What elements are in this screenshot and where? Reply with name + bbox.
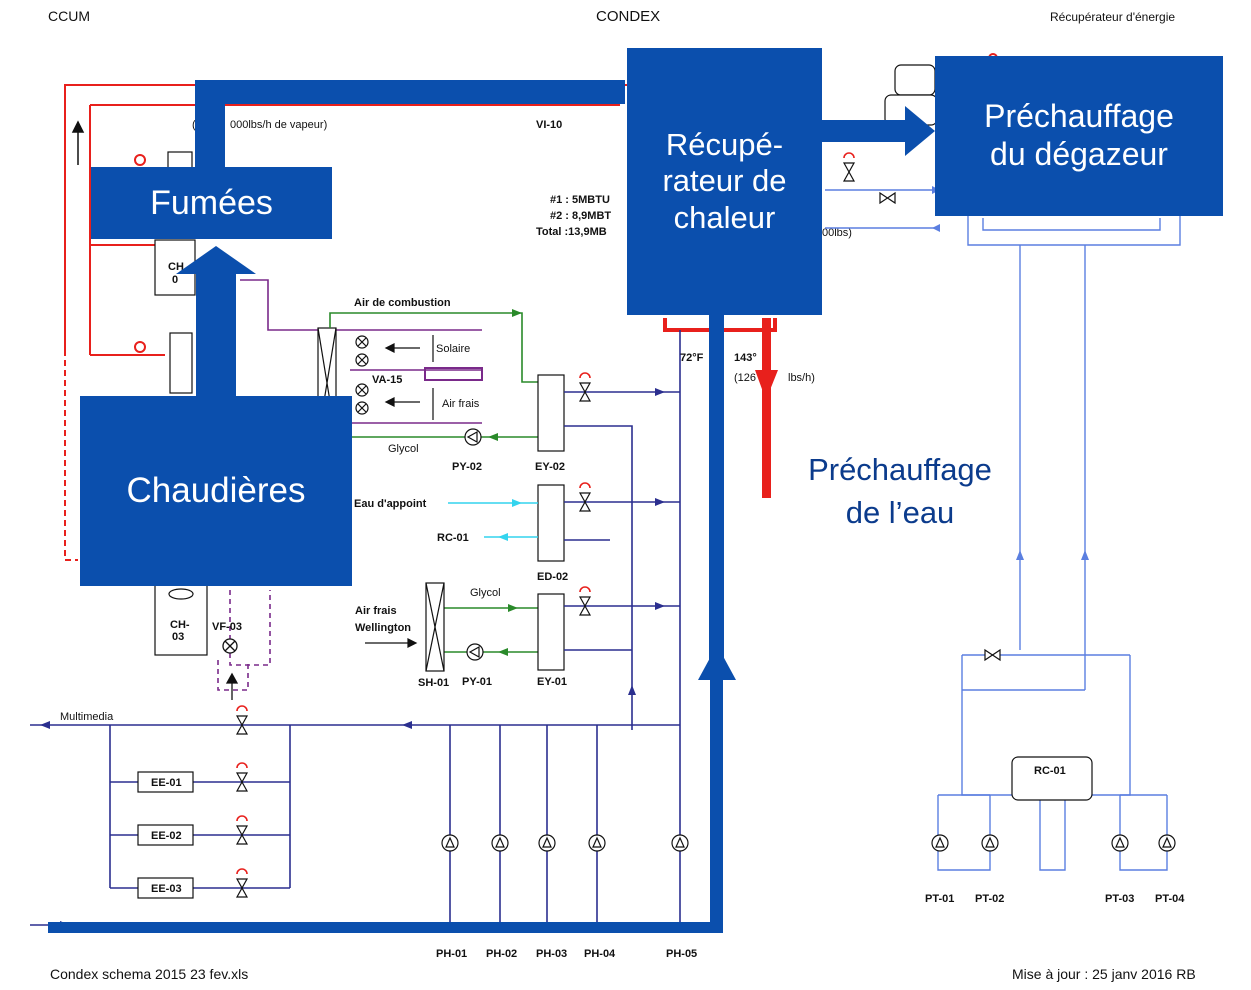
prechauffage-eau-callout: Préchauffage de l’eau	[780, 448, 1020, 535]
prechauffage-degazeur-box: Préchauffage du dégazeur	[935, 56, 1223, 216]
plate-exchangers	[537, 374, 565, 671]
va15-dampers	[355, 335, 369, 415]
green-arrows	[488, 309, 522, 656]
steam-label: 000lbs/h de vapeur)	[230, 119, 327, 131]
ch03-label-2: 03	[172, 631, 184, 643]
ee03-label: EE-03	[151, 883, 182, 895]
py-pumps	[464, 428, 484, 661]
rc01-left-label: RC-01	[437, 532, 469, 544]
flue-gas-arrow-path	[48, 80, 935, 933]
steam-paren: (	[192, 119, 196, 131]
rc01-tank	[1011, 756, 1093, 801]
sh01-exchanger	[425, 582, 445, 672]
right-arrows	[932, 186, 1089, 560]
air-arrows	[384, 335, 434, 420]
chaudieres-label: Chaudières	[126, 471, 306, 511]
glycol-label-1: Glycol	[388, 443, 419, 455]
py02-label: PY-02	[452, 461, 482, 473]
prechauffage-degazeur-line-2: du dégazeur	[990, 136, 1168, 172]
temp72-label: 72°F	[680, 352, 704, 364]
fumees-box: Fumées	[91, 167, 332, 239]
cyan-lines	[448, 502, 538, 538]
header-right: Récupérateur d'énergie	[1050, 10, 1176, 24]
pt-pumps	[931, 834, 1176, 852]
lbs-right-label: 00lbs)	[822, 227, 852, 239]
ey02-label: EY-02	[535, 461, 565, 473]
flow2-label: lbs/h)	[788, 372, 815, 384]
air-frais-label: Air frais	[442, 398, 480, 410]
recuperateur-line-3: chaleur	[673, 199, 776, 235]
recuperateur-line-1: Récupé-	[665, 126, 784, 162]
pt03-label: PT-03	[1105, 893, 1134, 905]
glycol-label-2: Glycol	[470, 587, 501, 599]
eau-appoint-label: Eau d'appoint	[354, 498, 427, 510]
mbtu2-label: #2 : 8,9MBT	[550, 210, 611, 222]
ph04-label: PH-04	[584, 948, 616, 960]
wellington-arrow	[365, 638, 418, 648]
ph01-label: PH-01	[436, 948, 467, 960]
ed02-label: ED-02	[537, 571, 568, 583]
temp143-label: 143°	[734, 352, 757, 364]
va15-label: VA-15	[372, 374, 402, 386]
prechauffage-eau-line-2: de l’eau	[845, 495, 955, 531]
vi10-label: VI-10	[536, 119, 562, 131]
ch03-label-1: CH-	[170, 619, 190, 631]
air-frais-wellington-1: Air frais	[355, 605, 397, 617]
valves	[235, 162, 856, 898]
ee-units	[137, 771, 194, 899]
right-network	[825, 189, 1181, 871]
ph-pumps	[441, 834, 689, 852]
solaire-label: Solaire	[436, 343, 470, 355]
ch01-label-2: 0	[172, 274, 178, 286]
air-frais-wellington-2: Wellington	[355, 622, 411, 634]
multimedia-label: Multimedia	[60, 711, 114, 723]
right-valve	[879, 191, 1001, 662]
mbtu1-label: #1 : 5MBTU	[550, 194, 610, 206]
vf03-damper	[222, 638, 238, 654]
prechauffage-eau-line-1: Préchauffage	[808, 452, 992, 487]
header-left: CCUM	[48, 8, 90, 24]
rc01-right-label: RC-01	[1034, 765, 1066, 777]
fumees-label: Fumées	[150, 183, 273, 222]
chaudieres-box: Chaudières	[80, 396, 352, 586]
footer-left: Condex schema 2015 23 fev.xls	[50, 966, 249, 982]
py01-label: PY-01	[462, 676, 492, 688]
footer-right: Mise à jour : 25 janv 2016 RB	[1012, 966, 1196, 982]
ph02-label: PH-02	[486, 948, 517, 960]
valve-actuators	[236, 152, 855, 875]
ee02-label: EE-02	[151, 830, 182, 842]
recuperateur-box: Récupé- rateur de chaleur	[627, 48, 822, 315]
air-combustion-label: Air de combustion	[354, 297, 451, 309]
pt02-label: PT-02	[975, 893, 1004, 905]
purple-lines	[217, 279, 483, 691]
pt01-label: PT-01	[925, 893, 954, 905]
ey01-label: EY-01	[537, 676, 567, 688]
ee01-label: EE-01	[151, 777, 182, 789]
header-center: CONDEX	[596, 8, 661, 25]
mbtu-total-label: Total :13,9MB	[536, 226, 607, 238]
sh01-label: SH-01	[418, 677, 449, 689]
hot-water-arrow	[755, 318, 778, 498]
recuperateur-line-2: rateur de	[662, 163, 787, 199]
cyan-arrows	[498, 499, 522, 541]
steam-up-arrow	[71, 120, 85, 165]
ph03-label: PH-03	[536, 948, 567, 960]
vf03-label: VF-03	[212, 621, 242, 633]
ph05-label: PH-05	[666, 948, 697, 960]
prechauffage-degazeur-line-1: Préchauffage	[984, 98, 1174, 135]
pt04-label: PT-04	[1155, 893, 1185, 905]
vf03-up-arrow	[225, 672, 239, 700]
flow-label: (126	[734, 372, 756, 384]
ch01-label-1: CH	[168, 261, 184, 273]
